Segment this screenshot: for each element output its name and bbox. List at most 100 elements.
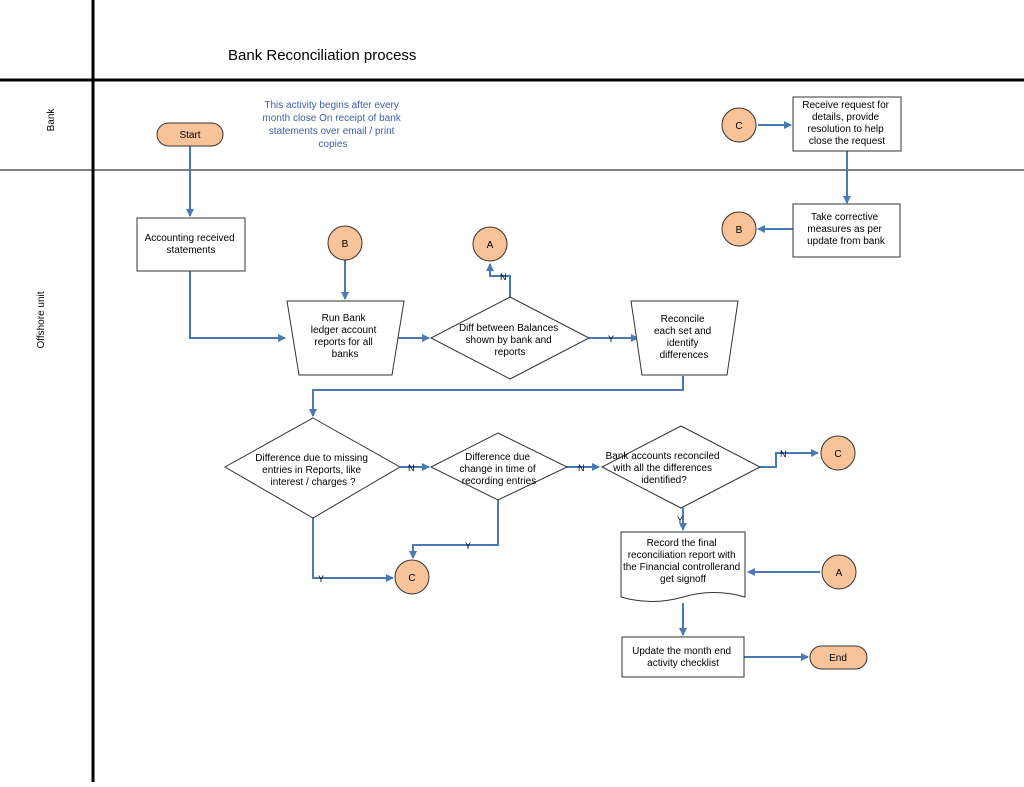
bank-corrective-box[interactable]: Take corrective measures as per update f… <box>792 203 901 258</box>
connector-b-offshore[interactable]: B <box>327 225 363 261</box>
run-bank-ledger-shape[interactable]: Run Bank ledger account reports for all … <box>286 300 405 376</box>
record-final-document[interactable]: Record the final reconciliation report w… <box>620 531 746 602</box>
text-line: Diff between Balances <box>459 323 558 334</box>
diff-balances-decision[interactable]: Diff between Balances shown by bank and … <box>429 296 591 380</box>
diff-balances-text: Diff between Balances shown by bank and … <box>459 323 561 358</box>
accounting-received-box[interactable]: Accounting received statements <box>136 217 246 272</box>
text-line: Accounting received <box>145 233 235 244</box>
text-line: details, provide <box>812 112 880 123</box>
text-line: interest / charges ? <box>270 477 355 488</box>
bank-accounts-reconciled-decision[interactable]: Bank accounts reconciled with all the di… <box>600 425 762 509</box>
text-line: reconciliation report with <box>628 550 736 561</box>
connector-label: B <box>736 225 743 236</box>
text-line: measures as per <box>807 224 882 235</box>
update-checklist-text: Update the month end activity checklist <box>632 646 734 669</box>
text-line: update from bank <box>807 236 886 247</box>
diff-missing-text: Difference due to missing entries in Rep… <box>255 453 370 488</box>
text-line: Update the month end <box>632 646 731 657</box>
note-line: statements over email / print <box>269 126 395 137</box>
text-line: statements <box>167 245 216 256</box>
bank-accounts-reconciled-text: Bank accounts reconciled with all the di… <box>606 451 723 486</box>
diff-time-text: Difference due change in time of recordi… <box>460 452 539 487</box>
text-line: Receive request for <box>802 100 889 111</box>
connector-label: A <box>836 568 843 579</box>
text-line: banks <box>332 349 359 360</box>
run-bank-ledger-text: Run Bank ledger account reports for all … <box>311 313 379 360</box>
edge-reconciled-no-to-c <box>760 449 819 468</box>
text-line: shown by bank and <box>466 335 552 346</box>
text-line: identify <box>667 338 699 349</box>
connector-label: C <box>834 449 841 460</box>
lane-label-bank: Bank <box>46 108 57 132</box>
text-line: recording entries <box>462 476 536 487</box>
text-line: Record the final <box>647 538 717 549</box>
bank-request-box[interactable]: Receive request for details, provide res… <box>792 96 902 152</box>
text-line: close the request <box>809 136 885 147</box>
note-line: month close On receipt of bank <box>262 113 401 124</box>
edge-time-yes-to-c <box>409 500 499 559</box>
edge-reconcile-to-missing <box>309 376 684 417</box>
text-line: each set and <box>654 326 711 337</box>
connector-c-bottom[interactable]: C <box>394 559 430 595</box>
reconcile-each-shape[interactable]: Reconcile each set and identify differen… <box>630 300 739 376</box>
text-line: identified? <box>641 475 687 486</box>
text-line: with all the differences <box>612 463 712 474</box>
edge-label-missing-yes: Y <box>318 574 324 584</box>
diagram-title: Bank Reconciliation process <box>228 47 416 64</box>
edge-label-reconciled-no: N <box>780 449 787 459</box>
connector-c-bank[interactable]: C <box>721 107 757 143</box>
connector-label: C <box>408 573 415 584</box>
text-line: reports <box>494 347 525 358</box>
update-checklist-box[interactable]: Update the month end activity checklist <box>621 636 745 678</box>
edge-label-time-yes: Y <box>465 541 471 551</box>
note-line: This activity begins after every <box>264 100 399 111</box>
edges <box>186 121 851 661</box>
text-line: Difference due to missing <box>255 453 368 464</box>
connector-b-bank[interactable]: B <box>721 211 757 247</box>
connector-c-right[interactable]: C <box>820 435 856 471</box>
connector-a-top[interactable]: A <box>472 226 508 262</box>
end-terminator[interactable]: End <box>809 645 868 670</box>
text-line: Reconcile <box>661 314 705 325</box>
text-line: the Financial controllerand <box>623 562 740 573</box>
connector-a-right[interactable]: A <box>821 554 857 590</box>
text-line: Bank accounts reconciled <box>606 451 720 462</box>
text-line: Run Bank <box>322 313 367 324</box>
text-line: Take corrective <box>811 212 879 223</box>
bank-corrective-text: Take corrective measures as per update f… <box>807 212 886 247</box>
edge-missing-yes-to-c <box>312 518 394 582</box>
diff-time-decision[interactable]: Difference due change in time of recordi… <box>429 432 569 501</box>
text-line: entries in Reports, like <box>262 465 361 476</box>
connector-label: A <box>487 240 494 251</box>
start-terminator[interactable]: Start <box>156 122 224 147</box>
reconcile-each-text: Reconcile each set and identify differen… <box>654 314 714 361</box>
edge-label-reconciled-yes: Y <box>677 515 683 525</box>
bank-request-text: Receive request for details, provide res… <box>802 100 892 147</box>
start-label: Start <box>179 130 200 141</box>
connector-label: C <box>735 121 742 132</box>
activity-note: This activity begins after every month c… <box>262 100 403 150</box>
text-line: differences <box>660 350 709 361</box>
diff-missing-decision[interactable]: Difference due to missing entries in Rep… <box>223 417 402 519</box>
edge-label-diff-no: N <box>500 272 507 282</box>
lane-label-offshore: Offshore unit <box>36 291 47 348</box>
record-final-text: Record the final reconciliation report w… <box>623 538 743 585</box>
connector-label: B <box>342 239 349 250</box>
text-line: Difference due <box>465 452 530 463</box>
text-line: ledger account <box>311 325 377 336</box>
note-line: copies <box>319 139 348 150</box>
accounting-received-text: Accounting received statements <box>145 233 238 256</box>
edge-label-time-no: N <box>578 463 585 473</box>
text-line: reports for all <box>314 337 372 348</box>
text-line: resolution to help <box>808 124 885 135</box>
edge-accounting-to-ledger <box>189 271 286 342</box>
edge-diff-no-to-a <box>486 263 511 297</box>
text-line: change in time of <box>460 464 536 475</box>
text-line: get signoff <box>660 574 706 585</box>
text-line: activity checklist <box>647 658 719 669</box>
edge-label-missing-no: N <box>408 463 415 473</box>
end-label: End <box>829 653 847 664</box>
edge-label-diff-yes: Y <box>608 334 614 344</box>
